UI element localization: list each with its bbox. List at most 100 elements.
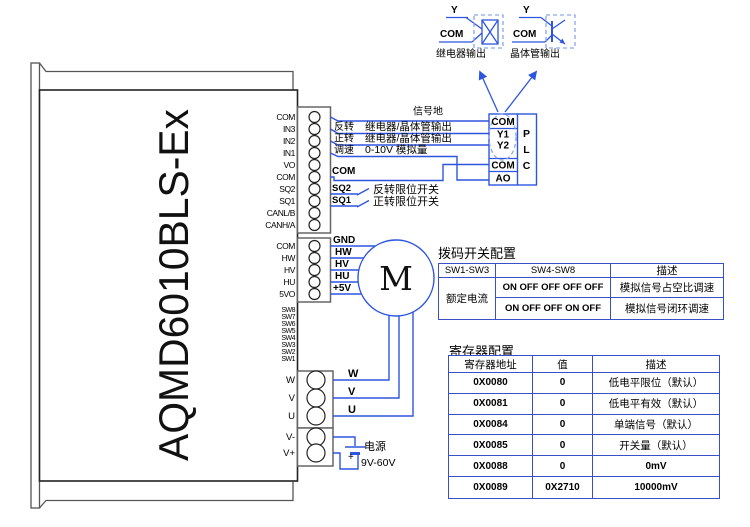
battery-symbol: [345, 446, 365, 455]
w-phase-wire: [333, 315, 390, 381]
relay-com-label: COM: [440, 29, 463, 40]
vminus-wire: [333, 436, 356, 446]
sq2-wire-label: SQ2: [332, 183, 351, 194]
pin-label-in3: IN3: [283, 124, 296, 134]
dip-row-group-rated-current: 额定电流: [439, 278, 496, 319]
dip-header-desc: 描述: [611, 264, 723, 278]
pin-label-w: W: [286, 375, 295, 386]
reg-row6-addr: 0X0089: [449, 476, 533, 498]
wires: [330, 116, 489, 470]
pin-label-hv: HV: [284, 265, 296, 275]
pin-label-com1: COM: [276, 112, 295, 122]
pin-label-sw8: SW8: [281, 307, 295, 314]
hu-wire-label: HU: [335, 271, 349, 282]
power-supply-label: 电源: [364, 439, 386, 453]
reg-row2-val: 0: [533, 393, 593, 415]
pin-label-sw7: SW7: [281, 314, 295, 321]
motor-letter: M: [379, 259, 413, 298]
reg-row6-val: 0X2710: [533, 476, 593, 498]
pin-label-canha: CANH/A: [265, 220, 295, 230]
reg-row3-val: 0: [533, 414, 593, 436]
reg-row4-val: 0: [533, 435, 593, 457]
pin-label-com2: COM: [276, 172, 295, 182]
reverse-limit-switch-label: 反转限位开关: [373, 182, 439, 196]
forward-limit-switch-label: 正转限位开关: [373, 194, 439, 208]
top-mount-bar: [38, 62, 294, 90]
reg-row2-addr: 0X0081: [449, 393, 533, 415]
relay-y-label: Y: [451, 5, 458, 16]
reg-row5-val: 0: [533, 456, 593, 477]
u-phase-wire: [333, 312, 414, 417]
speed-label: 调速: [334, 144, 354, 156]
pin-label-sw3: SW3: [281, 342, 295, 349]
speed-wire: [330, 152, 489, 181]
reverse-output-type-label: 继电器/晶体管输出: [365, 120, 452, 133]
reg-row3-addr: 0X0084: [449, 414, 533, 436]
gnd-wire-label: GND: [333, 235, 355, 246]
dip-header-sw4-sw8: SW4-SW8: [496, 264, 611, 278]
v-wire-label: V: [348, 386, 356, 398]
sq1-switch-blade: [356, 199, 370, 208]
plc-port-com1: COM: [491, 117, 514, 128]
reverse-label: 反转: [334, 120, 354, 133]
dip-row2-switch-states: ON OFF OFF ON OFF: [496, 298, 611, 319]
bottom-mount-bar: [39, 481, 294, 509]
sq2-switch-blade: [356, 187, 370, 196]
pin-label-in2: IN2: [283, 136, 296, 146]
plc-port-com2: COM: [491, 161, 514, 172]
pin-label-in1: IN1: [283, 148, 296, 158]
device-body: [38, 89, 299, 482]
dip-row2-desc: 模拟信号闭环调速: [625, 303, 709, 315]
plc-port-y2: Y2: [497, 141, 510, 152]
v-phase-wire: [333, 316, 400, 399]
pin-labels: COM IN3 IN2 IN1 VO COM SQ2 SQ1 CANL/B CA…: [265, 112, 296, 459]
forward-wire: [330, 140, 489, 146]
signal-ground-label: 信号地: [413, 105, 443, 118]
relay-output-caption: 继电器输出: [436, 47, 486, 60]
pin-label-sw4: SW4: [281, 335, 295, 342]
w-wire-label: W: [348, 368, 359, 380]
forward-label: 正转: [334, 132, 354, 145]
relay-dashed-box: [473, 14, 504, 49]
plc-letter-l: L: [523, 144, 530, 156]
com-wire-label: COM: [332, 166, 355, 177]
reg-row1-desc: 低电平限位（默认）: [593, 373, 719, 394]
pin-label-sw2: SW2: [281, 349, 295, 356]
u-wire-label: U: [348, 404, 356, 416]
transistor-output-caption: 晶体管输出: [510, 47, 560, 60]
transistor-com-label: COM: [513, 29, 536, 40]
transistor-emitter-arrow: [559, 38, 565, 44]
motor-circle: [357, 239, 435, 317]
register-table: 寄存器地址 值 描述 0X0080 0 低电平限位（默认） 0X0081 0 低…: [448, 355, 720, 499]
plc-port-ao: AO: [496, 174, 511, 185]
reg-row1-addr: 0X0080: [449, 373, 533, 394]
reg-row5-desc: 0mV: [593, 456, 719, 477]
transistor-output-symbol: Y COM 晶体管输出: [510, 5, 576, 60]
heatsink-flange: [30, 62, 41, 509]
output-type-arrows: [478, 70, 538, 113]
dip-header-sw1-sw3: SW1-SW3: [439, 264, 496, 278]
device-outline: [30, 62, 299, 509]
pin-label-vo: VO: [284, 160, 296, 170]
plus5v-wire-label: +5V: [333, 283, 351, 294]
plc-output-group-ellipse: [488, 113, 517, 161]
reg-row4-addr: 0X0085: [449, 435, 533, 457]
pin-label-sw1: SW1: [281, 356, 295, 363]
plc-port-y1: Y1: [497, 130, 510, 141]
reg-header-value: 值: [533, 356, 593, 373]
sq1-wire-label: SQ1: [332, 195, 352, 206]
signal-ground-wire: [330, 116, 489, 122]
hv-wire-label: HV: [335, 259, 349, 270]
pin-label-sw6: SW6: [281, 321, 295, 328]
dip-switch-table: SW1-SW3 SW4-SW8 描述 额定电流 ON OFF OFF OFF O…: [438, 263, 724, 320]
pin-label-canlb: CANL/B: [267, 208, 296, 218]
hw-wire-label: HW: [335, 247, 352, 258]
dip-row1-switch-states: ON OFF OFF OFF OFF: [496, 278, 611, 298]
arrow-to-transistor-symbol: [504, 70, 538, 113]
dip-table-title: 拨码开关配置: [438, 246, 517, 261]
reg-header-address: 寄存器地址: [449, 356, 533, 373]
pin-label-hw: HW: [282, 253, 296, 263]
pin-label-v: V: [289, 393, 296, 404]
